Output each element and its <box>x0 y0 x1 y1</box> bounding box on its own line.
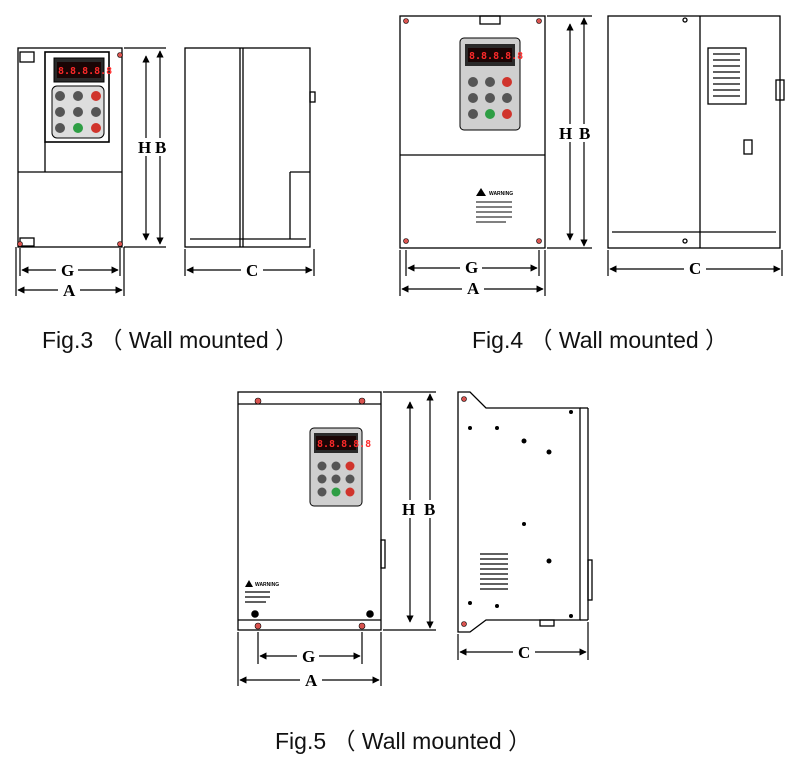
fig4-h-label: H <box>559 124 572 143</box>
fig4-c-label: C <box>689 259 701 278</box>
fig3-keypad: 8.8.8.8.8 <box>51 57 112 139</box>
fig5-g-label: G <box>302 647 315 666</box>
fig5-side-view <box>457 391 593 633</box>
fig5-h-label: H <box>402 500 415 519</box>
fig4-warning-label: WARNING <box>476 188 513 223</box>
fig4-b-label: B <box>579 124 590 143</box>
fig3-caption: Fig.3 （ Wall mounted ） <box>42 327 298 353</box>
fig5-caption: Fig.5 （ Wall mounted ） <box>275 728 531 754</box>
fig4-mount-holes <box>403 18 542 244</box>
fig5-front-view <box>237 391 386 631</box>
fig5-side-mount-holes <box>461 396 467 627</box>
fig4-warning-text: WARNING <box>489 191 513 197</box>
fig3-h-label: H <box>138 138 151 157</box>
fig3-mount-holes <box>17 52 123 247</box>
fig4-side-vents <box>713 53 740 97</box>
fig4-keypad: 8.8.8.8.8 <box>459 37 523 131</box>
fig5-side-vents <box>480 553 508 590</box>
fig3-a-label: A <box>63 281 76 300</box>
fig3-b-label: B <box>155 138 166 157</box>
fig3-g-label: G <box>61 261 74 280</box>
fig5-a-label: A <box>305 671 318 690</box>
fig4-side-view <box>607 15 785 249</box>
fig5-lcd-display: 8.8.8.8.8 <box>317 439 371 450</box>
fig5-side-holes <box>468 410 573 618</box>
fig4-g-label: G <box>465 258 478 277</box>
fig5-mount-holes <box>251 397 374 630</box>
fig4-a-label: A <box>467 279 480 298</box>
fig5-keypad: 8.8.8.8.8 <box>309 427 371 507</box>
fig4-front-view <box>399 15 546 249</box>
fig5-c-label: C <box>518 643 530 662</box>
fig3-lcd-display: 8.8.8.8.8 <box>58 66 112 77</box>
fig3-c-label: C <box>246 261 258 280</box>
fig4-caption: Fig.4 （ Wall mounted ） <box>472 327 728 353</box>
fig5-warning-text: WARNING <box>255 582 279 588</box>
fig4-lcd-display: 8.8.8.8.8 <box>469 51 523 62</box>
fig3-side-view <box>184 47 316 248</box>
fig5-b-label: B <box>424 500 435 519</box>
fig5-warning-label: WARNING <box>245 580 279 603</box>
